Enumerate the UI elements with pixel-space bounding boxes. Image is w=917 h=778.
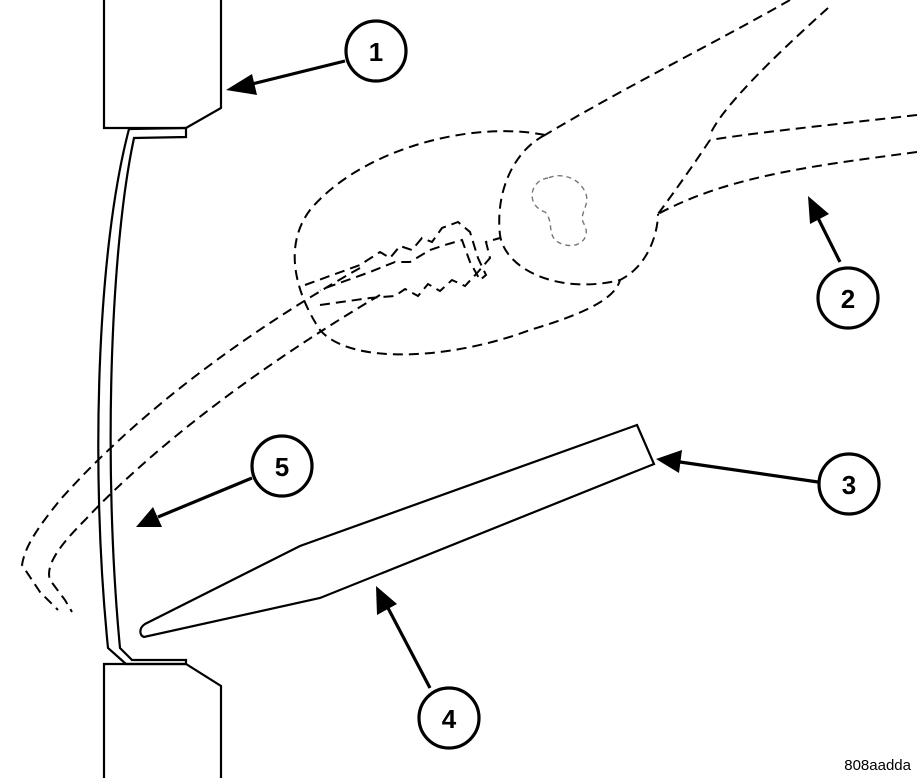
callout-1-label: 1 bbox=[369, 37, 383, 67]
callout-3-label: 3 bbox=[842, 470, 856, 500]
arrowhead-2 bbox=[808, 196, 829, 224]
callout-5-label: 5 bbox=[275, 452, 289, 482]
callout-2-label: 2 bbox=[841, 284, 855, 314]
upper-frame-block bbox=[102, 0, 223, 130]
pliers-outline bbox=[20, 0, 917, 613]
callout-2: 2 bbox=[816, 266, 880, 330]
callout-5: 5 bbox=[250, 434, 314, 498]
trim-stick-tool bbox=[139, 423, 656, 639]
figure-code: 808aadda bbox=[844, 757, 911, 774]
leader-arrows bbox=[136, 59, 842, 689]
arrowhead-1 bbox=[226, 74, 257, 95]
callout-1: 1 bbox=[344, 19, 408, 83]
callout-4-label: 4 bbox=[442, 704, 457, 734]
callout-3: 3 bbox=[817, 452, 881, 516]
arrowhead-4 bbox=[376, 586, 397, 615]
arrowhead-5 bbox=[136, 507, 162, 527]
arrowhead-3 bbox=[656, 450, 682, 473]
trim-panel-inner bbox=[97, 126, 187, 666]
trim-panel-outer bbox=[109, 128, 188, 664]
callout-4: 4 bbox=[417, 686, 481, 750]
lower-frame-block bbox=[102, 662, 223, 778]
